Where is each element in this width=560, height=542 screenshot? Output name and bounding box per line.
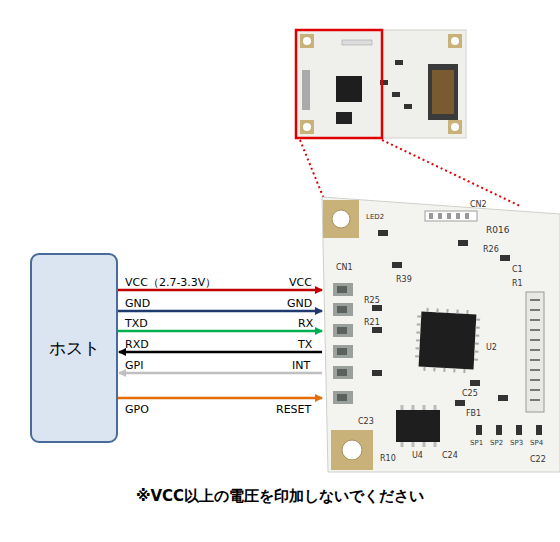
- silkscreen-label: R26: [483, 246, 499, 254]
- silkscreen-label: R016: [486, 226, 509, 235]
- silkscreen-label: U4: [412, 452, 423, 460]
- silkscreen-label: R21: [364, 319, 380, 327]
- board-photo-zoom: [322, 197, 560, 472]
- board-photo-small: [296, 30, 466, 138]
- signal-name: GPI: [125, 360, 143, 371]
- silkscreen-label: LED2: [366, 214, 384, 221]
- silkscreen-label: C24: [442, 452, 458, 460]
- signal-name: TXD: [125, 318, 148, 329]
- silkscreen-label: C25: [462, 390, 478, 398]
- silkscreen-label: R10: [380, 455, 396, 463]
- silkscreen-label: CN2: [470, 201, 487, 209]
- signal-name: VCC（2.7-3.3V）: [125, 277, 216, 288]
- zoom-lines: [300, 140, 520, 206]
- silkscreen-label: FB1: [466, 410, 481, 418]
- silkscreen-label: SP4: [530, 440, 543, 447]
- signal-name: INT: [292, 360, 310, 371]
- silkscreen-label: R39: [396, 276, 412, 284]
- host-box: ホスト: [30, 253, 118, 443]
- signal-name: VCC: [289, 277, 312, 288]
- caption: ※VCC以上の電圧を印加しないでください: [0, 487, 560, 506]
- signal-name: RESET: [276, 404, 311, 415]
- silkscreen-label: SP3: [510, 440, 523, 447]
- signal-name: GND: [125, 298, 150, 309]
- signal-name: RXD: [125, 339, 149, 350]
- signal-name: GPO: [125, 404, 149, 415]
- silkscreen-label: U2: [486, 344, 497, 352]
- signal-name: TX: [298, 339, 312, 350]
- silkscreen-label: R25: [364, 297, 380, 305]
- silkscreen-label: SP1: [470, 440, 483, 447]
- node-text: ホスト: [49, 337, 100, 360]
- signal-name: GND: [287, 298, 312, 309]
- silkscreen-label: CN1: [336, 264, 353, 272]
- silkscreen-label: C22: [530, 456, 546, 464]
- silkscreen-label: C23: [358, 418, 374, 426]
- signal-wires: [118, 290, 322, 398]
- signal-name: RX: [298, 318, 313, 329]
- silkscreen-label: R1: [512, 280, 523, 288]
- silkscreen-label: SP2: [490, 440, 503, 447]
- silkscreen-label: C1: [512, 266, 523, 274]
